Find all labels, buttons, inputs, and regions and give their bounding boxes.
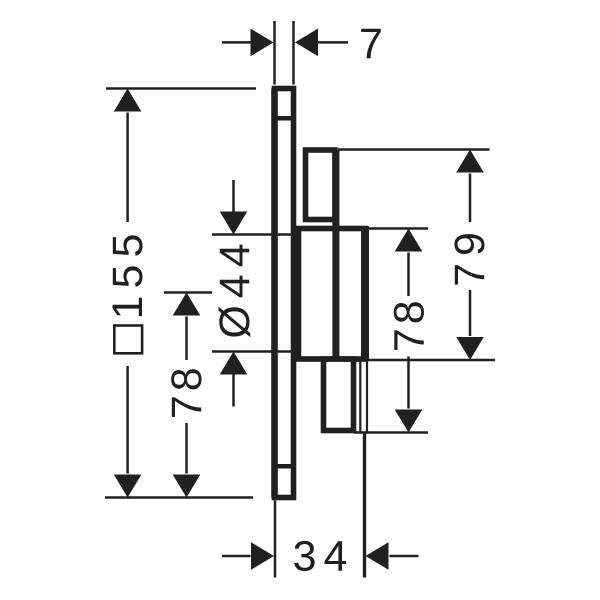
svg-text:78: 78 <box>163 363 211 419</box>
svg-text:7: 7 <box>359 20 383 68</box>
svg-text:78: 78 <box>385 296 433 352</box>
svg-text:Ø44: Ø44 <box>211 236 259 338</box>
svg-text:79: 79 <box>446 225 494 287</box>
svg-text:155: 155 <box>104 227 152 320</box>
svg-text:34: 34 <box>293 533 355 581</box>
